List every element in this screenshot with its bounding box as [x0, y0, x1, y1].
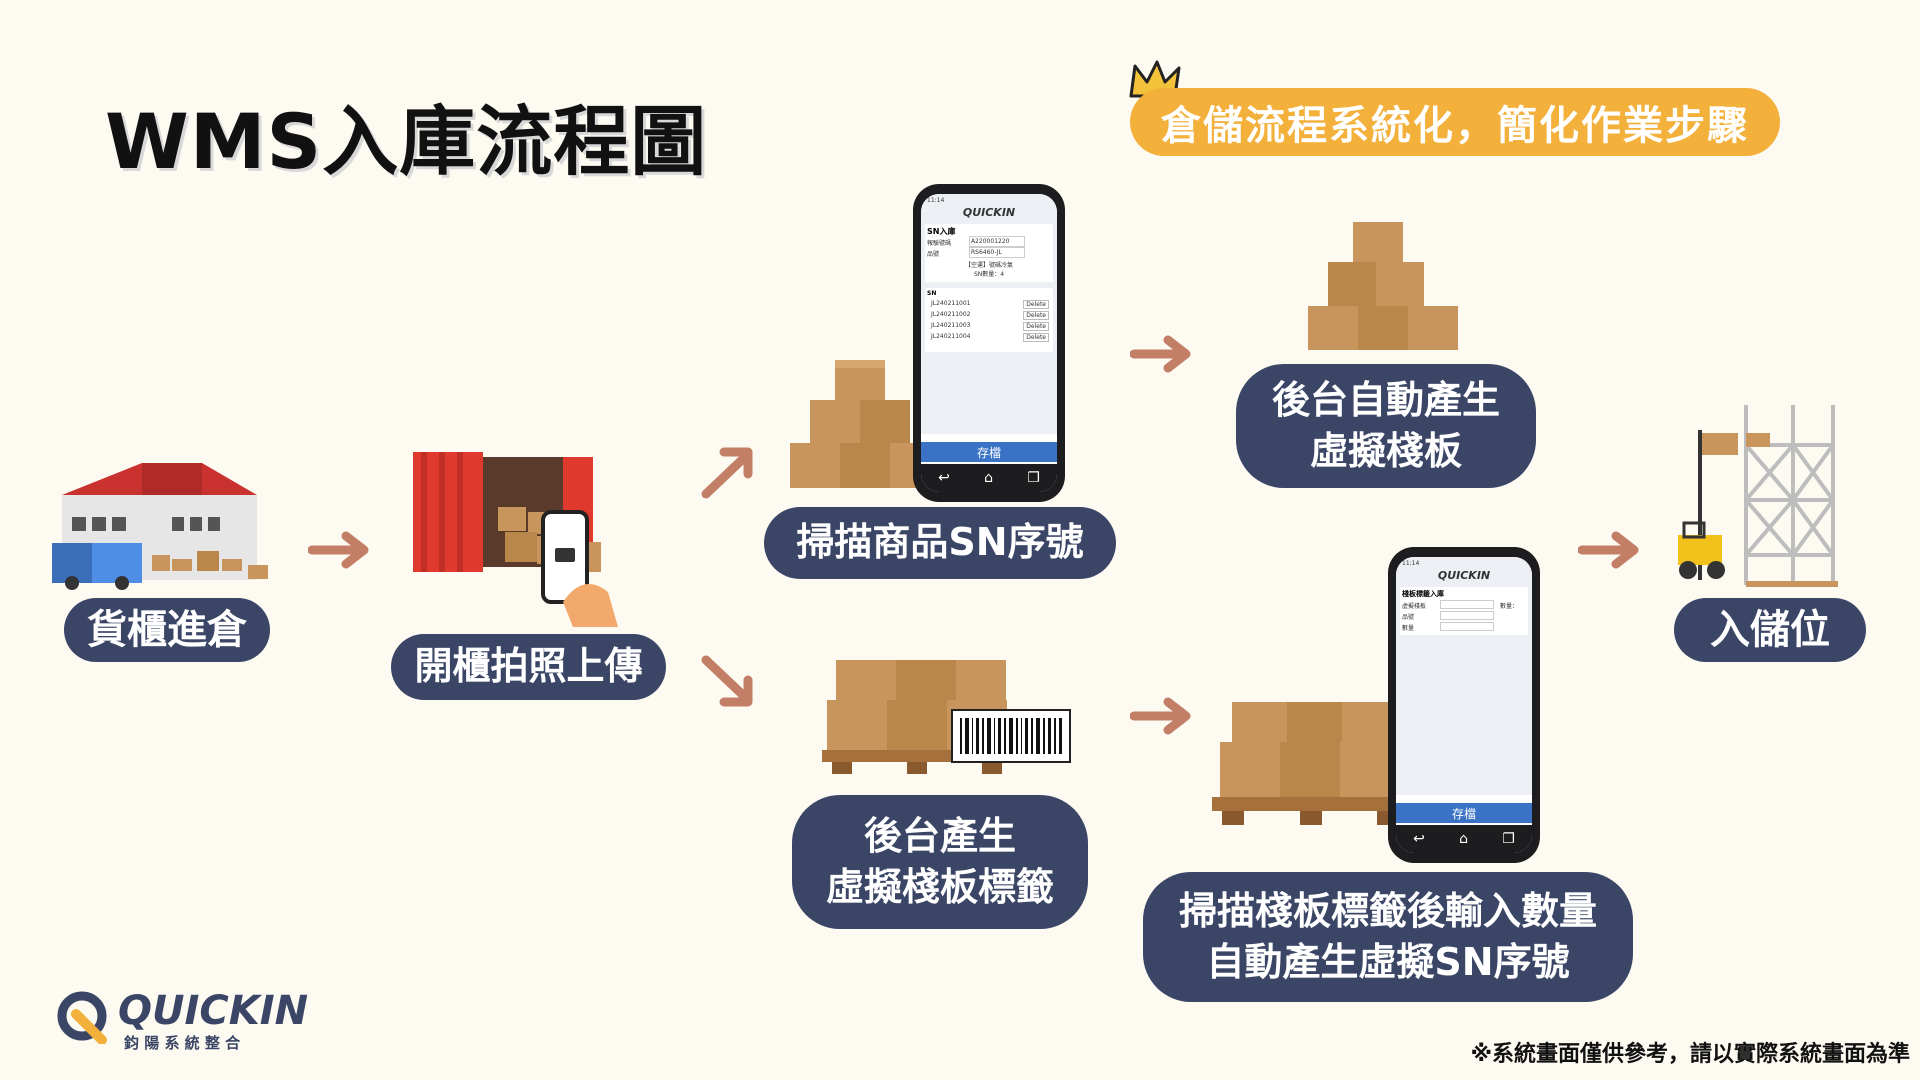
phone1-field1-input[interactable]: A220001220 — [969, 236, 1025, 247]
phone2-brand: QUICKIN — [1437, 569, 1491, 582]
step-label: 自動產生虛擬SN序號 — [1206, 940, 1570, 984]
phone2-field3-label: 數量 — [1402, 625, 1415, 632]
pallet-input[interactable] — [1440, 600, 1494, 609]
page-title: WMS入庫流程圖 — [105, 97, 708, 186]
phone1-field1-label: 報驗號碼 — [927, 240, 952, 247]
step-label: 開櫃拍照上傳 — [414, 644, 643, 689]
delete-button[interactable]: Delete — [1023, 322, 1049, 331]
phone2-form: 棧板標籤入庫 虛擬棧板 數量： 品號 數量 — [1400, 587, 1528, 635]
home-icon[interactable]: ⌂ — [984, 470, 994, 486]
step-container-arrival: 貨櫃進倉 — [64, 598, 270, 662]
step-label: 入儲位 — [1710, 607, 1830, 653]
phone2-save-button[interactable]: 存檔 — [1396, 803, 1532, 823]
step-put-away: 入儲位 — [1674, 598, 1866, 662]
step-open-photo-upload: 開櫃拍照上傳 — [391, 634, 666, 700]
arrow-3-top — [1130, 335, 1191, 373]
step-pallet-label: 後台產生 虛擬棧板標籤 — [792, 795, 1088, 929]
container-photo-illustration — [413, 452, 618, 627]
table-row: JL240211004 — [931, 333, 971, 340]
phone1-save-button[interactable]: 存檔 — [921, 442, 1057, 462]
quantity-input[interactable] — [1440, 622, 1494, 631]
table-row: JL240211001 — [931, 300, 971, 307]
phone1-info1: 【空運】號碼冷氣 — [964, 262, 1013, 269]
arrow-1 — [308, 531, 369, 569]
step-label: 虛擬棧板 — [1309, 429, 1462, 473]
arrow-2-down — [701, 655, 753, 707]
phone2-navbar: ↩ ⌂ ❐ — [1396, 825, 1532, 853]
home-icon[interactable]: ⌂ — [1459, 831, 1469, 847]
phone2-field2-label: 品號 — [1402, 614, 1415, 621]
arrow-4 — [1578, 531, 1639, 569]
item-input[interactable] — [1440, 611, 1494, 620]
phone1-field2-input[interactable]: RS6460-JL — [969, 247, 1025, 258]
table-row: JL240211003 — [931, 322, 971, 329]
phone1-info2: SN數量：4 — [973, 271, 1005, 278]
phone2-field1-extra: 數量： — [1500, 603, 1519, 610]
recent-apps-icon[interactable]: ❐ — [1502, 831, 1515, 847]
delete-button[interactable]: Delete — [1023, 300, 1049, 309]
table-row: JL240211002 — [931, 311, 971, 318]
step-auto-virtual-pallet: 後台自動產生 虛擬棧板 — [1236, 364, 1536, 488]
step-label: 虛擬棧板標籤 — [825, 865, 1054, 909]
step-label: 貨櫃進倉 — [87, 607, 247, 653]
phone1-time: 11:14 — [927, 197, 945, 204]
delete-button[interactable]: Delete — [1023, 311, 1049, 320]
phone1-navbar: ↩ ⌂ ❐ — [921, 464, 1057, 492]
phone1-header: SN入庫 — [927, 227, 956, 236]
phone1-brand: QUICKIN — [962, 206, 1016, 219]
pallet-barcode-illustration — [822, 660, 1071, 774]
delete-button[interactable]: Delete — [1023, 333, 1049, 342]
quickin-q-icon — [57, 991, 107, 1044]
slogan-text: 倉儲流程系統化，簡化作業步驟 — [1130, 88, 1780, 156]
warehouse-illustration — [52, 463, 268, 590]
phone-pallet-scan: 11:14 QUICKIN 棧板標籤入庫 虛擬棧板 數量： 品號 數量 存檔 ↩… — [1388, 547, 1540, 863]
step-label: 掃描商品SN序號 — [796, 520, 1084, 565]
phone1-sn-list: SN JL240211001 Delete JL240211002 Delete… — [925, 288, 1053, 352]
logo-subtext: 鈞 陽 系 統 整 合 — [124, 1034, 241, 1052]
boxes-stack-illustration — [790, 360, 930, 488]
phone1-field2-label: 品號 — [927, 251, 940, 258]
phone2-time: 11:14 — [1402, 560, 1420, 567]
logo-text: QUICKIN — [118, 988, 309, 1034]
step-label: 掃描棧板標籤後輸入數量 — [1178, 888, 1597, 933]
phone2-field1-label: 虛擬棧板 — [1402, 603, 1427, 610]
back-icon[interactable]: ↩ — [1413, 831, 1425, 847]
recent-apps-icon[interactable]: ❐ — [1027, 470, 1040, 486]
step-scan-pallet-quantity: 掃描棧板標籤後輸入數量 自動產生虛擬SN序號 — [1143, 872, 1633, 1002]
phone1-form: SN入庫 報驗號碼 A220001220 品號 RS6460-JL 【空運】號碼… — [925, 224, 1053, 282]
arrow-2-up — [701, 447, 753, 499]
step-label: 後台產生 — [863, 813, 1016, 858]
phone1-sn-header: SN — [927, 290, 937, 297]
step-scan-sn: 掃描商品SN序號 — [764, 507, 1116, 579]
phone2-header: 棧板標籤入庫 — [1402, 590, 1444, 598]
forklift-rack-illustration — [1678, 405, 1838, 587]
arrow-3-bottom — [1130, 697, 1191, 735]
back-icon[interactable]: ↩ — [938, 470, 950, 486]
pallet-illustration — [1212, 702, 1407, 825]
step-label: 後台自動產生 — [1271, 377, 1500, 422]
disclaimer-note: ※系統畫面僅供參考，請以實際系統畫面為準 — [1470, 1042, 1910, 1067]
boxes-pyramid-illustration — [1308, 222, 1458, 350]
phone-sn-scan: 11:14 QUICKIN SN入庫 報驗號碼 A220001220 品號 RS… — [913, 184, 1065, 502]
